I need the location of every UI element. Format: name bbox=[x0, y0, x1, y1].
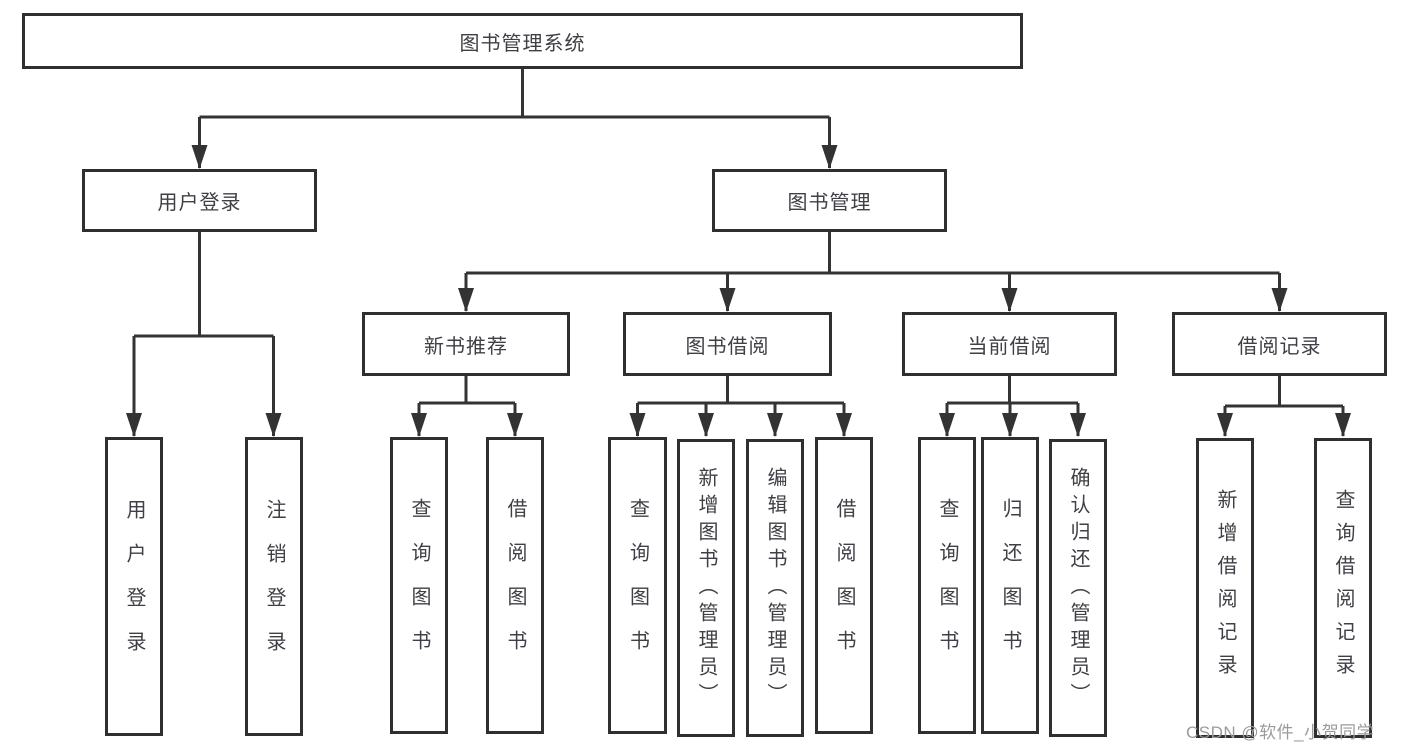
node-book-borrowing: 图书借阅 bbox=[623, 312, 832, 376]
node-user-login: 用户登录 bbox=[82, 169, 317, 232]
leaf-current-query-books: 查询图书 bbox=[918, 437, 976, 734]
node-current-borrowing: 当前借阅 bbox=[902, 312, 1117, 376]
leaf-borrowing-borrow-books-label: 借阅图书 bbox=[833, 497, 855, 674]
node-new-book-recommend-label: 新书推荐 bbox=[424, 335, 508, 358]
leaf-newbook-query-books-label: 查询图书 bbox=[408, 497, 430, 674]
leaf-records-query-record-label: 查询借阅记录 bbox=[1332, 489, 1354, 687]
leaf-newbook-borrow-books: 借阅图书 bbox=[486, 437, 544, 734]
leaf-current-return-books-label: 归还图书 bbox=[999, 497, 1021, 674]
leaf-newbook-query-books: 查询图书 bbox=[390, 437, 448, 734]
leaf-current-confirm-return-admin-label: 确认归还（管理员） bbox=[1067, 466, 1089, 710]
leaf-current-return-books: 归还图书 bbox=[981, 437, 1039, 734]
node-book-management: 图书管理 bbox=[712, 169, 947, 232]
leaf-current-confirm-return-admin: 确认归还（管理员） bbox=[1049, 439, 1107, 737]
leaf-logout-label: 注销登录 bbox=[263, 498, 285, 675]
leaf-newbook-borrow-books-label: 借阅图书 bbox=[504, 497, 526, 674]
leaf-borrowing-query-books: 查询图书 bbox=[608, 437, 667, 734]
node-new-book-recommend: 新书推荐 bbox=[362, 312, 570, 376]
node-root: 图书管理系统 bbox=[22, 13, 1023, 69]
leaf-borrowing-edit-books-admin: 编辑图书（管理员） bbox=[746, 439, 804, 737]
leaf-logout: 注销登录 bbox=[245, 437, 303, 736]
leaf-borrowing-add-books-admin-label: 新增图书（管理员） bbox=[695, 466, 717, 710]
leaf-user-login: 用户登录 bbox=[105, 437, 163, 736]
node-borrowing-records: 借阅记录 bbox=[1172, 312, 1387, 376]
leaf-records-add-record: 新增借阅记录 bbox=[1196, 438, 1254, 738]
leaf-borrowing-edit-books-admin-label: 编辑图书（管理员） bbox=[764, 466, 786, 710]
node-user-login-label: 用户登录 bbox=[157, 192, 242, 214]
node-book-borrowing-label: 图书借阅 bbox=[685, 335, 770, 358]
csdn-watermark: CSDN @软件_小贺同学 bbox=[1186, 723, 1375, 742]
leaf-records-add-record-label: 新增借阅记录 bbox=[1214, 489, 1236, 687]
leaf-borrowing-borrow-books: 借阅图书 bbox=[815, 437, 873, 734]
leaf-user-login-label: 用户登录 bbox=[123, 498, 145, 675]
leaf-current-query-books-label: 查询图书 bbox=[936, 497, 958, 674]
node-book-management-label: 图书管理 bbox=[787, 192, 872, 214]
leaf-records-query-record: 查询借阅记录 bbox=[1314, 438, 1372, 738]
node-root-label: 图书管理系统 bbox=[459, 32, 586, 55]
leaf-borrowing-add-books-admin: 新增图书（管理员） bbox=[677, 439, 735, 737]
node-current-borrowing-label: 当前借阅 bbox=[967, 335, 1052, 358]
node-borrowing-records-label: 借阅记录 bbox=[1237, 335, 1322, 358]
leaf-borrowing-query-books-label: 查询图书 bbox=[626, 497, 649, 674]
